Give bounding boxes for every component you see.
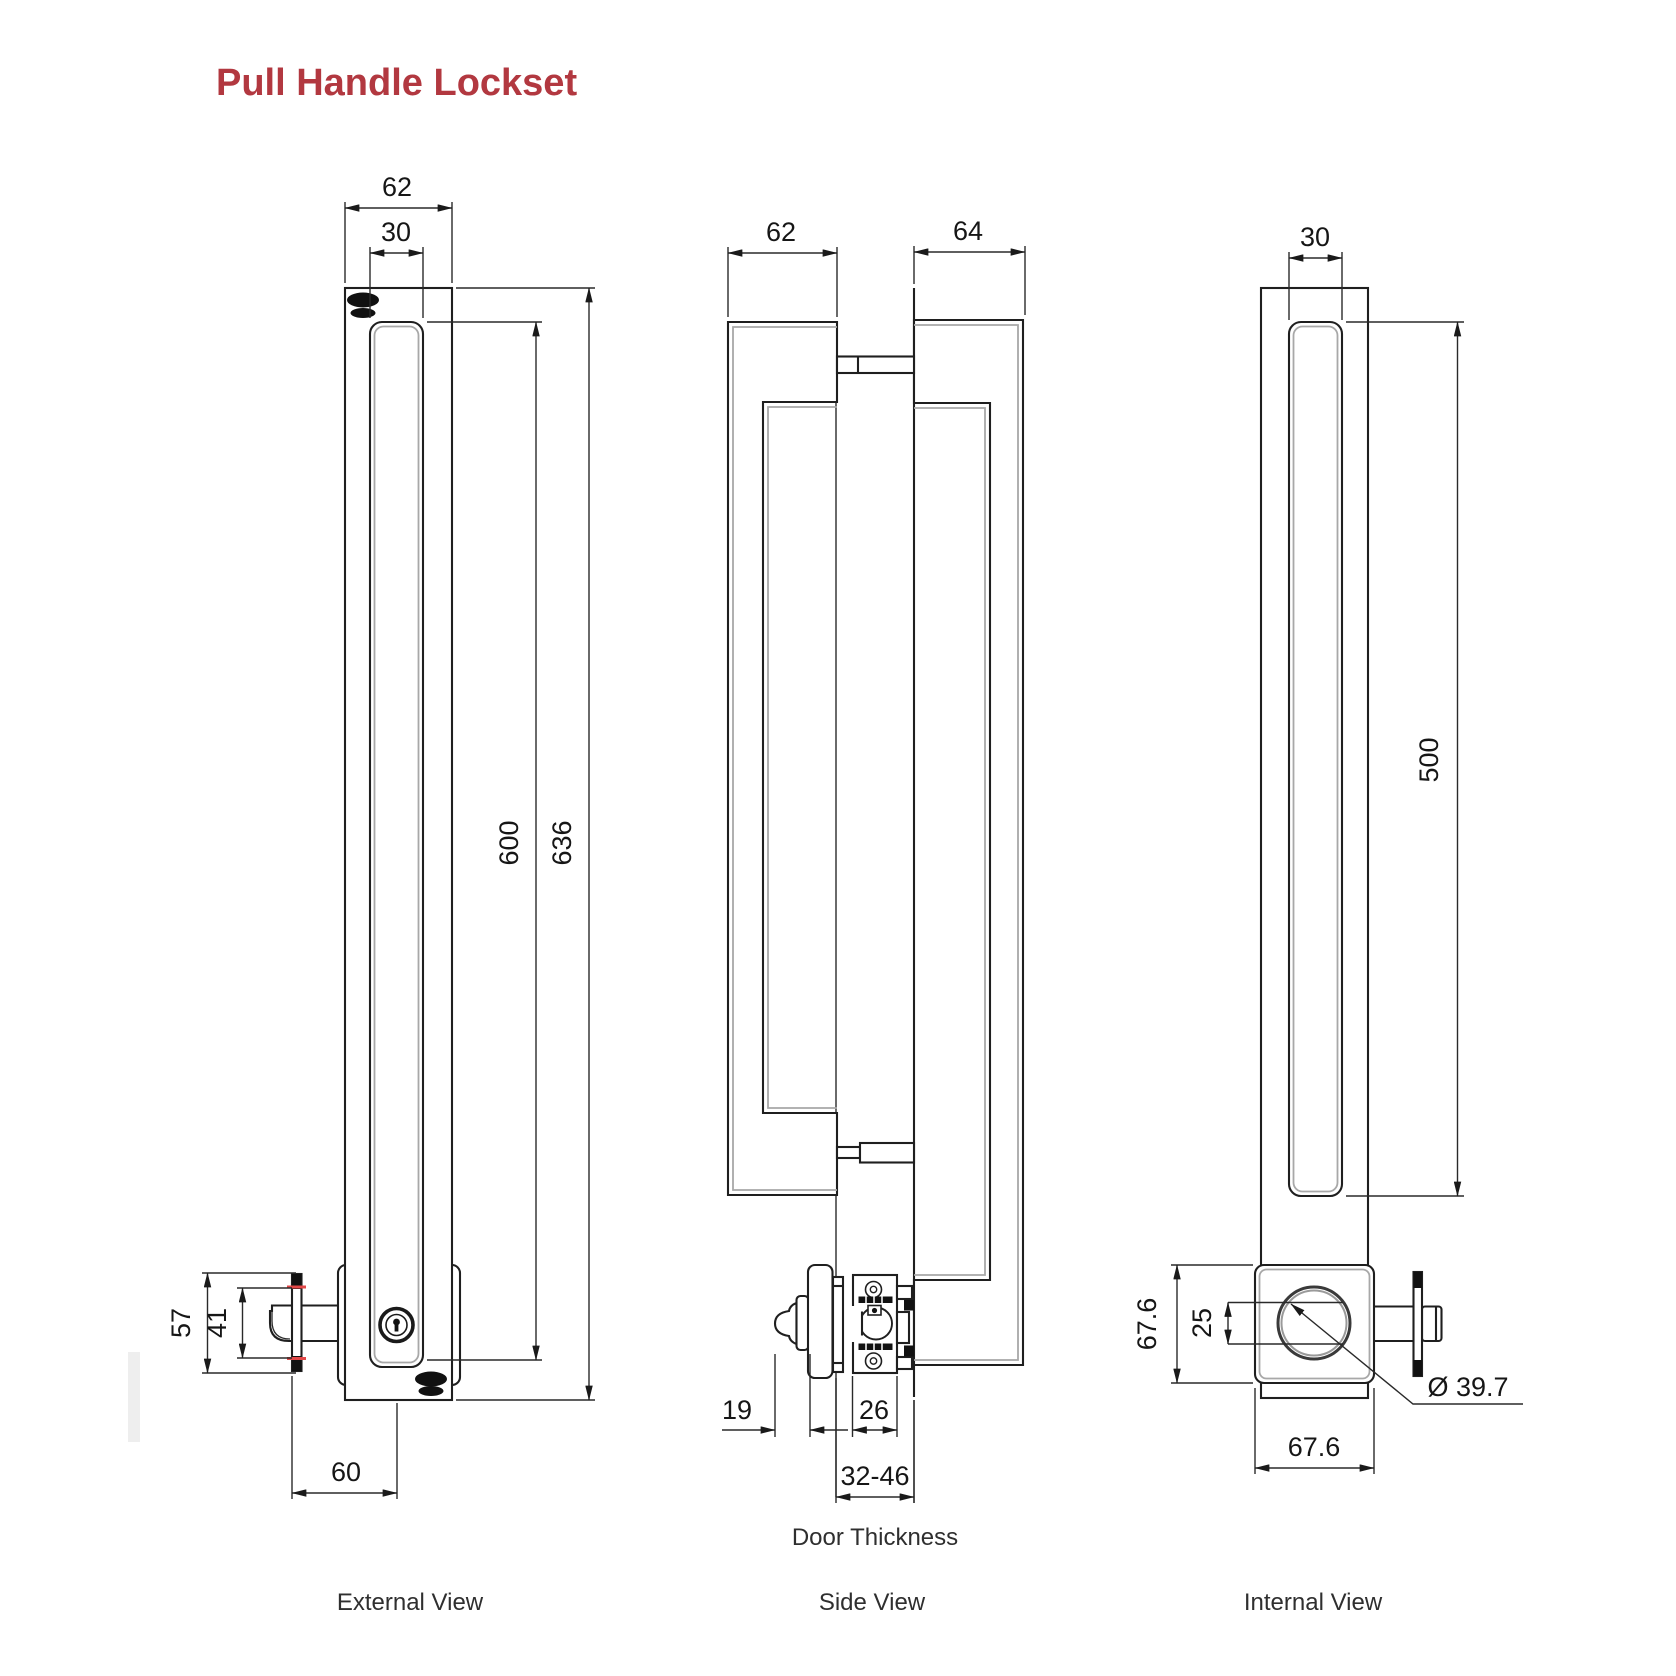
dim-grip-length: 500 xyxy=(1414,737,1444,782)
side-dimensions: 62 64 19 26 32- xyxy=(722,216,1026,1551)
thumbturn-knob xyxy=(773,1301,798,1346)
page-title: Pull Handle Lockset xyxy=(216,62,578,104)
side-view: 62 64 19 26 32- xyxy=(722,216,1026,1551)
internal-view: 30 500 67.6 25 Ø 39.7 xyxy=(1132,222,1523,1474)
dim-spindle-flat: 25 xyxy=(1187,1308,1217,1338)
thumbturn-rose-circle xyxy=(1228,1285,1352,1361)
side-lock-mechanism xyxy=(773,1263,914,1380)
external-view: 62 30 600 636 57 xyxy=(166,172,595,1499)
external-grip-bar xyxy=(368,320,425,1369)
internal-dimensions: 30 500 67.6 25 Ø 39.7 xyxy=(1132,222,1523,1474)
dim-knob-projection: 19 xyxy=(722,1395,752,1425)
internal-latch xyxy=(1374,1270,1443,1378)
dim-plate-width: 62 xyxy=(382,172,412,202)
dim-rose-height: 67.6 xyxy=(1132,1298,1162,1351)
screw-icon xyxy=(864,1352,883,1370)
latch-bolt xyxy=(1420,1305,1443,1343)
thumbturn-rose xyxy=(806,1263,834,1380)
dim-grip-width: 30 xyxy=(1300,222,1330,252)
dim-rose-width: 67.6 xyxy=(1288,1432,1341,1462)
dim-lock-body-width: 26 xyxy=(859,1395,889,1425)
internal-handle-profile xyxy=(726,320,839,1197)
internal-view-label: Internal View xyxy=(1244,1589,1383,1616)
door-thickness-label: Door Thickness xyxy=(792,1524,958,1551)
key-cylinder-icon xyxy=(378,1306,415,1344)
top-fixing-cap xyxy=(347,292,379,318)
external-latch-assembly xyxy=(268,1272,339,1373)
side-view-label: Side View xyxy=(819,1589,926,1616)
dim-overall-length: 636 xyxy=(547,820,577,865)
dim-latch-inner-height: 41 xyxy=(202,1308,232,1338)
external-view-label: External View xyxy=(337,1589,484,1616)
dim-latch-plate-height: 57 xyxy=(166,1308,196,1338)
internal-grip-bar xyxy=(1287,320,1344,1198)
external-dimensions: 62 30 600 636 57 xyxy=(166,172,595,1499)
latch-bolt xyxy=(268,1304,292,1343)
dim-rose-diameter: Ø 39.7 xyxy=(1427,1372,1508,1402)
dim-grip-width: 30 xyxy=(381,217,411,247)
dim-backset: 60 xyxy=(331,1457,361,1487)
dim-grip-length: 600 xyxy=(494,820,524,865)
dim-external-depth: 64 xyxy=(953,216,983,246)
external-handle-profile xyxy=(912,318,1025,1367)
screw-icon xyxy=(864,1280,883,1299)
dim-internal-depth: 62 xyxy=(766,217,796,247)
bottom-fixing-cap xyxy=(415,1371,447,1396)
bottom-through-bolt xyxy=(835,1141,916,1164)
dim-door-thickness: 32-46 xyxy=(840,1461,909,1491)
scan-artifact xyxy=(128,1352,140,1442)
top-through-bolt xyxy=(835,355,916,375)
